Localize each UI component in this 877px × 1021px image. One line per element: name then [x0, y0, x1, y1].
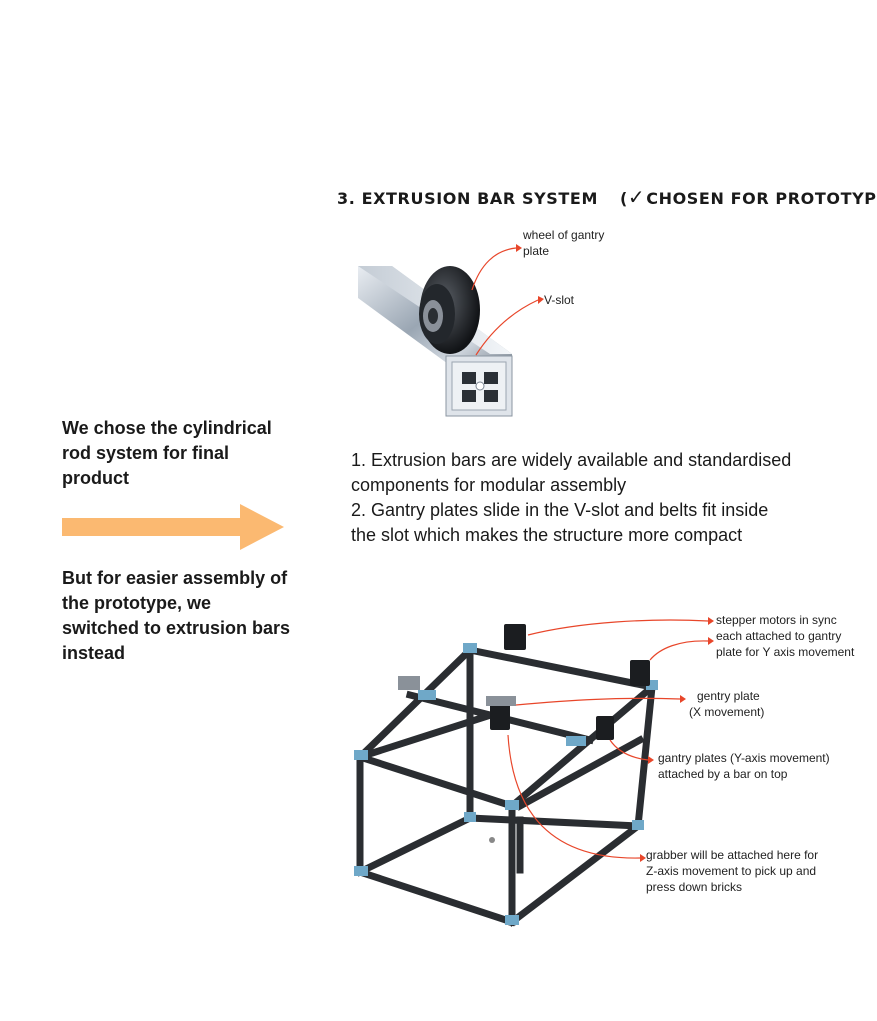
chosen-badge: (✓CHOSEN FOR PROTOTYPE) — [619, 185, 877, 209]
prototype-statement: But for easier assembly of the prototype… — [62, 568, 291, 663]
benefits-list: 1. Extrusion bars are widely available a… — [351, 448, 851, 548]
wheel-arrow — [471, 247, 517, 291]
gantry-y-annotation-line-2: attached by a bar on top — [658, 767, 788, 781]
section-title: 3. EXTRUSION BAR SYSTEM (✓CHOSEN FOR PROT… — [337, 185, 877, 209]
badge-open-paren: ( — [619, 189, 628, 208]
extrusion-bar — [358, 266, 513, 417]
benefit-2-line-2: the slot which makes the structure more … — [351, 525, 743, 545]
grabber-arrow — [507, 734, 641, 859]
chosen-badge-text: CHOSEN FOR PROTOTYPE) — [646, 189, 877, 208]
grabber-annotation-line-2: Z-axis movement to pick up and — [646, 864, 817, 878]
benefit-1-line-2: components for modular assembly — [351, 475, 627, 495]
check-mark-icon: ✓ — [627, 185, 646, 209]
gantry-x-arrow — [515, 697, 681, 706]
gantry-x-annotation-line-2: (X movement) — [689, 705, 765, 719]
grabber-annotation-line-1: grabber will be attached here for — [646, 848, 819, 862]
stepper-annotation: stepper motors in sync each attached to … — [716, 612, 854, 660]
stepper-arrow-1 — [527, 619, 709, 636]
stepper-annotation-line-3: plate for Y axis movement — [716, 645, 855, 659]
gantry-y-annotation: gantry plates (Y-axis movement) attached… — [658, 750, 830, 782]
wheel-annotation: wheel of gantry plate — [523, 228, 605, 258]
gantry-wheel — [419, 266, 480, 354]
grabber-annotation: grabber will be attached here for Z-axis… — [646, 847, 818, 895]
orange-right-arrow-icon — [62, 504, 284, 550]
gantry-x-annotation-line-1: gentry plate — [697, 689, 760, 703]
stepper-annotation-line-2: each attached to gantry — [716, 629, 842, 643]
gantry-x-annotation: gentry plate (X movement) — [689, 688, 764, 720]
vslot-arrow — [475, 299, 539, 356]
vslot-annotation: V-slot — [544, 293, 575, 307]
stepper-motors — [490, 624, 650, 740]
gantry-y-annotation-line-1: gantry plates (Y-axis movement) — [658, 751, 830, 765]
final-product-statement: We chose the cylindrical rod system for … — [62, 418, 272, 488]
section-title-text: 3. EXTRUSION BAR SYSTEM — [337, 189, 598, 208]
benefit-2-line-1: 2. Gantry plates slide in the V-slot and… — [351, 500, 769, 520]
corner-brackets — [354, 643, 658, 925]
extrusion-frame — [355, 645, 657, 927]
gantry-plates — [398, 676, 516, 706]
gantry-y-arrow — [609, 739, 649, 761]
stepper-arrow-2 — [649, 640, 709, 661]
stepper-annotation-line-1: stepper motors in sync — [716, 613, 837, 627]
grabber-annotation-line-3: press down bricks — [646, 880, 743, 894]
benefit-1-line-1: 1. Extrusion bars are widely available a… — [351, 450, 792, 470]
